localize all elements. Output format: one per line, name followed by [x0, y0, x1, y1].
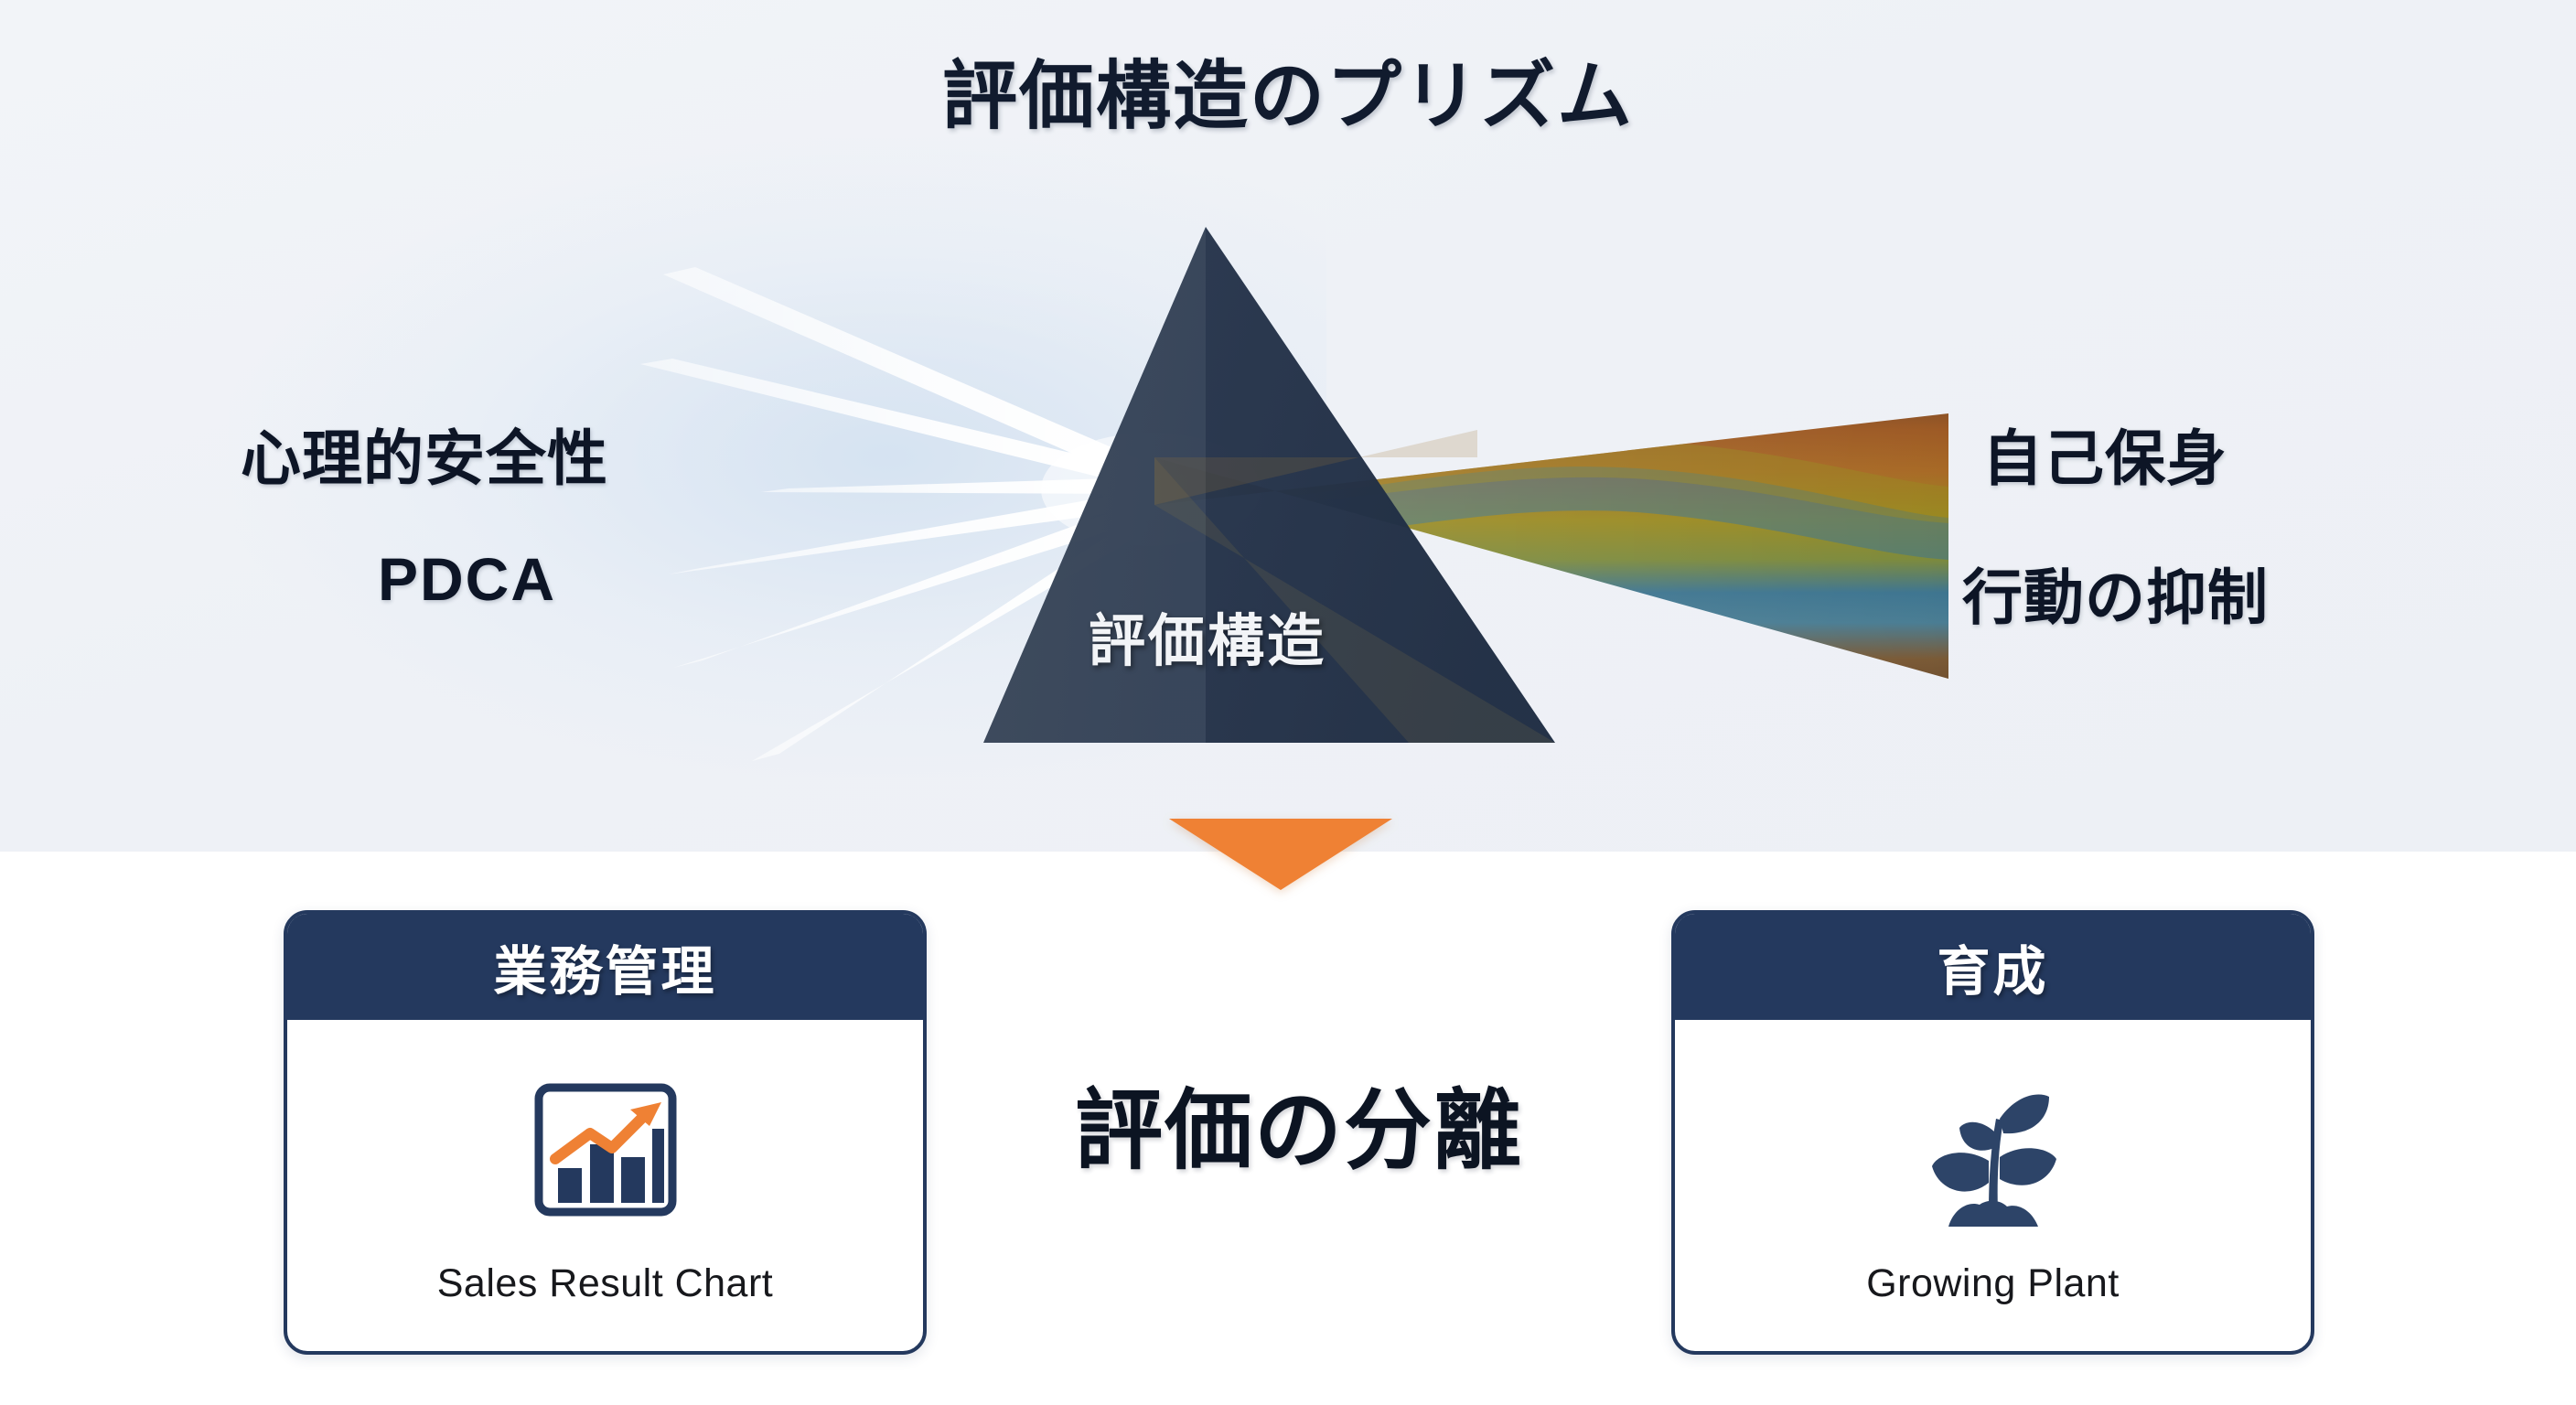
- output-label-behavior-suppression: 行動の抑制: [1962, 563, 2269, 631]
- prism-diagram: [983, 227, 1948, 743]
- prism-right-face: [1206, 227, 1555, 743]
- card-caption: Sales Result Chart: [436, 1260, 774, 1305]
- bar-chart-growth-icon: [534, 1083, 676, 1216]
- card-body: Sales Result Chart: [287, 1020, 923, 1351]
- sprout-plant-icon: [1931, 1094, 2056, 1227]
- card-header: 育成: [1675, 914, 2311, 1020]
- card-body: Growing Plant: [1675, 1020, 2311, 1351]
- evaluation-separation-text: 評価の分離: [1075, 1082, 1523, 1180]
- card-header-label: 業務管理: [493, 942, 717, 1002]
- prism-label: 評価構造: [1088, 610, 1326, 673]
- card-development[interactable]: 育成 Growing Plant: [1671, 910, 2314, 1355]
- input-label-psychological-safety: 心理的安全性: [241, 424, 608, 492]
- page-title: 評価構造のプリズム: [941, 55, 1634, 138]
- prism-left-face: [983, 227, 1206, 743]
- card-operations-management[interactable]: 業務管理 Sales Result Chart: [284, 910, 927, 1355]
- card-header-label: 育成: [1937, 942, 2049, 1002]
- input-label-pdca: PDCA: [378, 545, 557, 613]
- card-caption: Growing Plant: [1866, 1260, 2120, 1305]
- arrow-down-icon: [1169, 819, 1392, 890]
- output-label-self-protection: 自己保身: [1982, 424, 2227, 492]
- card-header: 業務管理: [287, 914, 923, 1020]
